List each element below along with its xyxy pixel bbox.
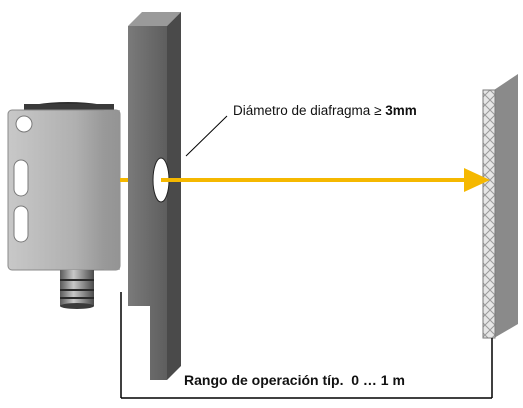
sensor-mounting-hole [15, 115, 33, 133]
reflector-face [482, 89, 496, 339]
range-bracket [120, 292, 493, 399]
aperture-label-prefix: Diámetro de diafragma ≥ [233, 103, 385, 118]
aperture-plate-top-edge [128, 12, 181, 26]
aperture-plate [128, 12, 181, 380]
aperture-label-value: 3mm [385, 103, 417, 118]
sensor-slot-upper [13, 159, 29, 197]
aperture-label: Diámetro de diafragma ≥ 3mm [233, 103, 417, 118]
reflector-side [494, 74, 518, 338]
light-beam-arrowhead [464, 168, 490, 192]
sensor-slot-lower [13, 205, 29, 243]
sensor-connector [60, 270, 94, 306]
aperture-plate-face [128, 26, 167, 380]
range-label: Rango de operación típ. 0 … 1 m [184, 372, 405, 388]
aperture-leader-line [185, 115, 228, 157]
sensor [7, 102, 121, 309]
aperture-plate-side [167, 12, 181, 380]
reflector [482, 74, 518, 339]
